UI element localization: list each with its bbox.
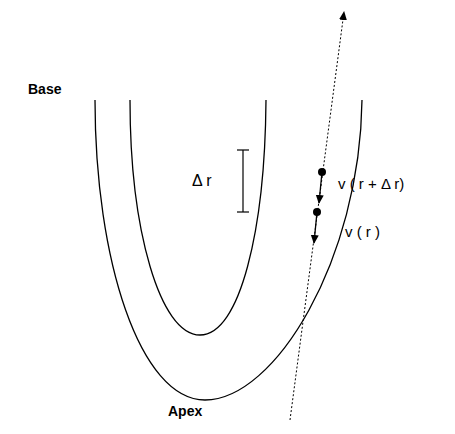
dimension-label: Δ r: [192, 172, 212, 190]
delta-bracket: [237, 211, 249, 212]
region-label: Base: [28, 82, 61, 97]
inner-wall: [130, 100, 266, 335]
point-dot: [318, 168, 326, 176]
velocity-label: v ( r + Δ r): [338, 176, 404, 193]
point-dot: [313, 208, 321, 216]
delta-bracket: [237, 149, 249, 150]
region-label: Apex: [168, 404, 202, 419]
velocity-arrow: [314, 212, 317, 243]
velocity-arrow: [319, 172, 322, 203]
velocity-label: v ( r ): [345, 224, 380, 241]
delta-bracket: [242, 150, 243, 212]
dotted-axis: [290, 12, 344, 420]
outer-wall: [95, 100, 362, 400]
